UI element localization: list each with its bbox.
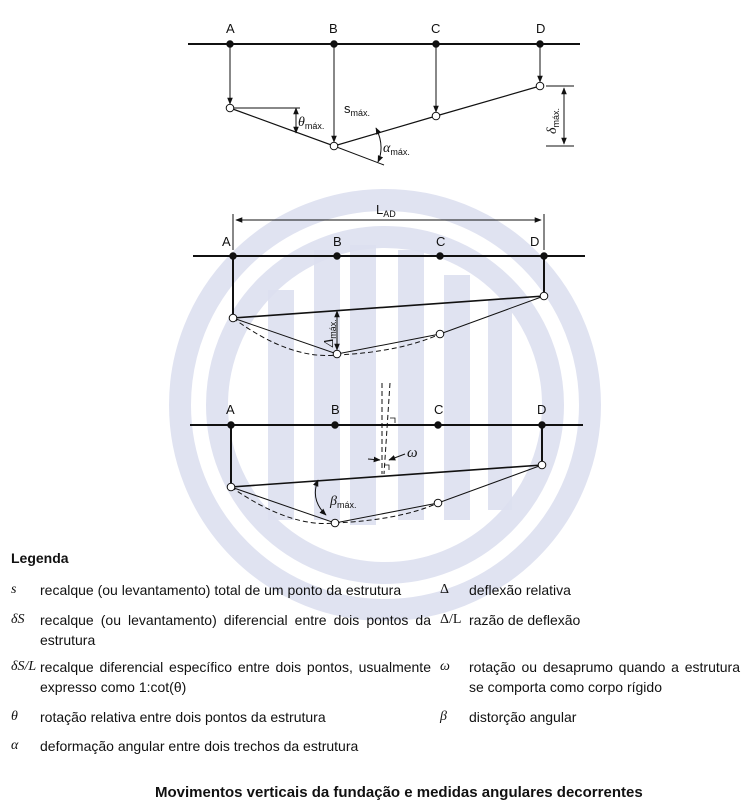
legend-text: distorção angular <box>469 709 577 725</box>
label-d-top: D <box>536 21 545 36</box>
legend-text: rotação ou desaprumo quando a estrutura … <box>469 659 740 695</box>
legend-symbol: θ <box>11 709 18 724</box>
node-c-top <box>432 40 440 48</box>
deformed-line-middle <box>232 295 545 355</box>
settled-point-a-middle <box>228 313 238 323</box>
node-c-bottom <box>434 421 442 429</box>
alpha-max-label: αmáx. <box>383 141 410 157</box>
settled-point-c-top <box>431 111 441 121</box>
label-a-top: A <box>226 21 235 36</box>
settled-point-d-top <box>535 81 545 91</box>
chord-line-middle <box>232 295 545 319</box>
label-b-top: B <box>329 21 338 36</box>
rotated-reference-line <box>383 382 391 475</box>
middle-diagram <box>193 214 585 359</box>
settled-point-c-bottom <box>433 498 443 508</box>
settled-point-a-top <box>225 103 235 113</box>
s-max-label: smáx. <box>344 101 370 118</box>
beta-arc <box>313 479 327 516</box>
settled-point-d-middle <box>539 291 549 301</box>
label-b-middle: B <box>333 234 342 249</box>
right-angle-mark-top <box>390 417 396 423</box>
legend-text: deformação angular entre dois trechos da… <box>40 738 359 754</box>
node-b-top <box>330 40 338 48</box>
legend-symbol: α <box>11 738 19 753</box>
legend-text: razão de deflexão <box>469 612 581 628</box>
settled-point-c-middle <box>435 329 445 339</box>
legend-symbol: δS <box>11 612 25 627</box>
settlement-diagram: A B C D smáx. θmáx. αmáx. δmáx. <box>188 21 585 528</box>
label-a-middle: A <box>222 234 231 249</box>
label-c-top: C <box>431 21 440 36</box>
node-d-bottom <box>538 421 546 429</box>
settled-point-b-bottom <box>330 518 340 528</box>
node-a-middle <box>229 252 237 260</box>
node-a-bottom <box>227 421 235 429</box>
legend-symbol: Δ/L <box>440 612 462 627</box>
beta-max-label: βmáx. <box>329 494 357 510</box>
chord-line-bottom <box>230 464 543 488</box>
omega-label: ω <box>407 445 418 461</box>
bottom-diagram <box>190 382 583 528</box>
delta-deflection-label: Δmáx. <box>322 319 338 348</box>
settled-point-a-bottom <box>226 482 236 492</box>
deformed-line-top <box>229 85 541 147</box>
legend-text: recalque (ou levantamento) total de um p… <box>40 582 402 598</box>
legend-symbol: ω <box>440 659 450 674</box>
label-c-bottom: C <box>434 402 443 417</box>
node-b-middle <box>333 252 341 260</box>
deformed-line-bottom <box>230 464 543 524</box>
legend-symbol: Δ <box>440 582 450 597</box>
legend-text: recalque diferencial específico entre do… <box>40 659 431 695</box>
node-d-top <box>536 40 544 48</box>
top-diagram <box>188 40 580 166</box>
settled-point-b-top <box>329 141 339 151</box>
theta-max-label: θmáx. <box>298 115 324 131</box>
span-label: LAD <box>376 202 396 219</box>
legend-symbol: β <box>440 709 447 724</box>
legend-text: rotação relativa entre dois pontos da es… <box>40 709 326 725</box>
delta-max-label: δmáx. <box>545 108 561 134</box>
right-angle-mark-bottom <box>384 464 390 470</box>
node-d-middle <box>540 252 548 260</box>
figure-caption: Movimentos verticais da fundação e medid… <box>155 784 643 801</box>
node-c-middle <box>436 252 444 260</box>
legend-title: Legenda <box>11 550 69 566</box>
alpha-extension-line <box>333 145 385 166</box>
label-d-middle: D <box>530 234 539 249</box>
label-d-bottom: D <box>537 402 546 417</box>
node-b-bottom <box>331 421 339 429</box>
legend-text: deflexão relativa <box>469 582 571 598</box>
label-c-middle: C <box>436 234 445 249</box>
node-a-top <box>226 40 234 48</box>
legend-text: recalque (ou levantamento) diferencial e… <box>40 612 431 648</box>
settled-point-d-bottom <box>537 460 547 470</box>
omega-arrow-left <box>367 456 381 463</box>
settled-point-b-middle <box>332 349 342 359</box>
label-b-bottom: B <box>331 402 340 417</box>
alpha-arc <box>375 127 384 163</box>
legend-symbol: δS/L <box>11 659 37 674</box>
legend-symbol: s <box>11 582 17 597</box>
omega-arrow-right <box>388 453 406 461</box>
label-a-bottom: A <box>226 402 235 417</box>
